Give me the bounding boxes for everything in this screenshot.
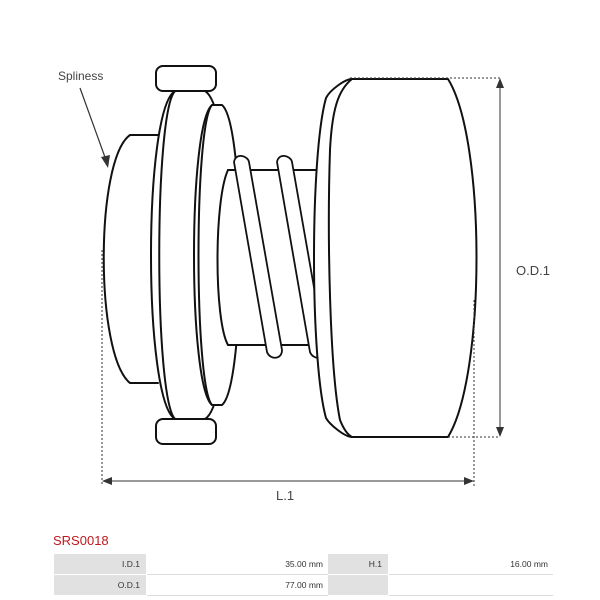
spec-value: 16.00 mm: [388, 553, 553, 575]
pinion-cylinder: [313, 78, 478, 438]
spec-key: H.1: [327, 553, 389, 575]
spec-value: 77.00 mm: [146, 574, 328, 596]
spline-hub: [102, 134, 159, 384]
part-code: SRS0018: [53, 533, 109, 548]
spec-key: O.D.1: [53, 574, 147, 596]
table-row: I.D.1 35.00 mm H.1 16.00 mm: [53, 553, 553, 575]
dimension-lines: [101, 77, 504, 486]
length-dimension-label: L.1: [276, 488, 294, 503]
spec-value: 35.00 mm: [146, 553, 328, 575]
spec-key: I.D.1: [53, 553, 147, 575]
spec-value: [388, 574, 553, 596]
starter-drive-drawing: Spliness O.D.1 L.1: [58, 65, 550, 503]
table-row: O.D.1 77.00 mm: [53, 574, 553, 596]
spec-key: [327, 574, 389, 596]
od-dimension-label: O.D.1: [516, 263, 550, 278]
spec-table: I.D.1 35.00 mm H.1 16.00 mm O.D.1 77.00 …: [53, 553, 553, 596]
spliness-label: Spliness: [58, 69, 103, 83]
spliness-leader: [79, 87, 110, 168]
